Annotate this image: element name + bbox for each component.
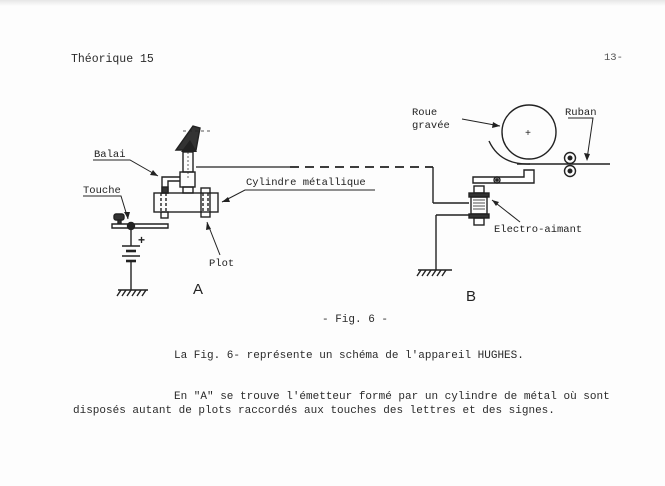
label-ruban: Ruban <box>565 107 597 119</box>
ground-icon-a <box>116 289 148 297</box>
collar <box>179 171 196 188</box>
label-roue-2: gravée <box>412 120 450 132</box>
label-balai: Balai <box>94 149 126 161</box>
bevel-gear-icon <box>174 125 210 152</box>
hughes-diagram: + <box>83 104 610 305</box>
emitter-a: + <box>83 125 375 297</box>
paragraph-line-2: disposés autant de plots raccordés aux t… <box>73 405 555 417</box>
paragraph-line-1: En "A" se trouve l'émetteur formé par un… <box>174 391 610 403</box>
wheel-guard <box>488 140 531 165</box>
label-part-b: B <box>466 288 476 305</box>
scan-edge <box>0 0 665 6</box>
electromagnet-icon <box>468 185 490 226</box>
label-touche: Touche <box>83 185 121 197</box>
ground-icon-b <box>416 269 452 277</box>
receiver-b: + <box>416 104 610 277</box>
header-title: Théorique 15 <box>71 53 154 66</box>
battery-plus: + <box>138 233 145 247</box>
svg-text:+: + <box>525 129 531 140</box>
key-touche <box>111 213 169 231</box>
page-number: 13- <box>604 52 623 64</box>
intro-sentence: La Fig. 6- représente un schéma de l'app… <box>174 350 524 362</box>
plot <box>200 187 211 218</box>
label-electro-aimant: Electro-aimant <box>494 224 582 236</box>
figure-caption: - Fig. 6 - <box>322 314 389 326</box>
printing-wheel <box>501 104 557 160</box>
label-cylindre: Cylindre métallique <box>246 177 366 189</box>
armature-lever <box>472 169 535 184</box>
rollers-icon <box>563 151 577 178</box>
battery-icon <box>122 245 140 263</box>
label-part-a: A <box>193 281 203 298</box>
balai-leader <box>93 159 159 177</box>
label-roue-1: Roue <box>412 107 437 119</box>
metal-cylinder <box>153 192 219 213</box>
label-plot: Plot <box>209 258 234 270</box>
